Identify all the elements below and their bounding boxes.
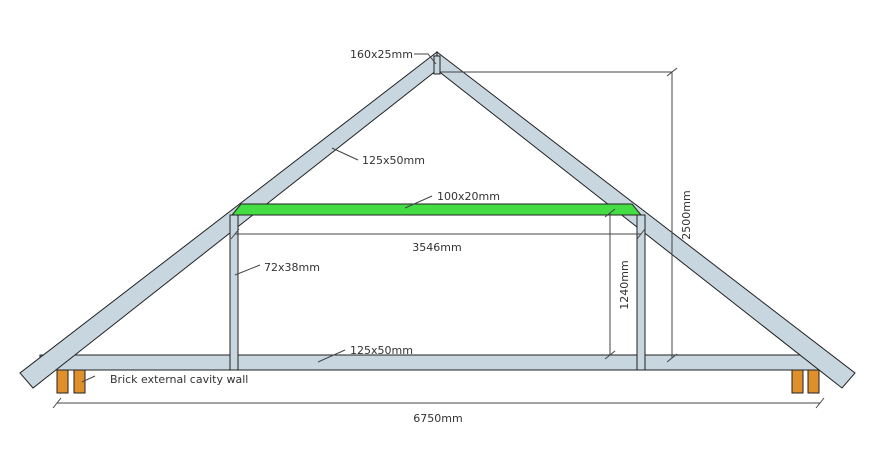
right-rafter (436, 50, 856, 389)
wall-leader (81, 375, 96, 383)
collar-span-label: 3546mm (412, 241, 461, 254)
rafter-leader (331, 147, 359, 161)
stud-leader (234, 264, 261, 276)
ridge-height-label: 2500mm (680, 190, 693, 239)
ceiling-joist-leader (317, 349, 346, 363)
king-post-leader (414, 53, 437, 65)
ceiling-joist (39, 354, 831, 371)
brick-wall-right-inner (791, 369, 804, 394)
stud-height-label: 1240mm (618, 260, 631, 309)
stud-label: 72x38mm (264, 261, 320, 274)
wall-label: Brick external cavity wall (110, 373, 248, 386)
dimension-collar-span: 3546mm (230, 228, 646, 254)
brick-wall-left-inner (73, 369, 86, 394)
total-span-label: 6750mm (413, 412, 462, 425)
king-post-label: 160x25mm (350, 48, 413, 61)
ceiling-joist-label: 125x50mm (350, 344, 413, 357)
dimension-ridge-height: 2500mm (440, 67, 693, 363)
left-rafter (19, 50, 438, 389)
collar-leader (404, 195, 433, 209)
dimension-stud-height: 1240mm (604, 208, 631, 360)
collar-label: 100x20mm (437, 190, 500, 203)
king-post (433, 55, 441, 75)
brick-wall-right-outer (807, 369, 820, 394)
collar-tie (230, 203, 643, 216)
brick-wall-left-outer (56, 369, 69, 394)
rafter-label: 125x50mm (362, 154, 425, 167)
dimension-total-span: 6750mm (52, 397, 825, 425)
